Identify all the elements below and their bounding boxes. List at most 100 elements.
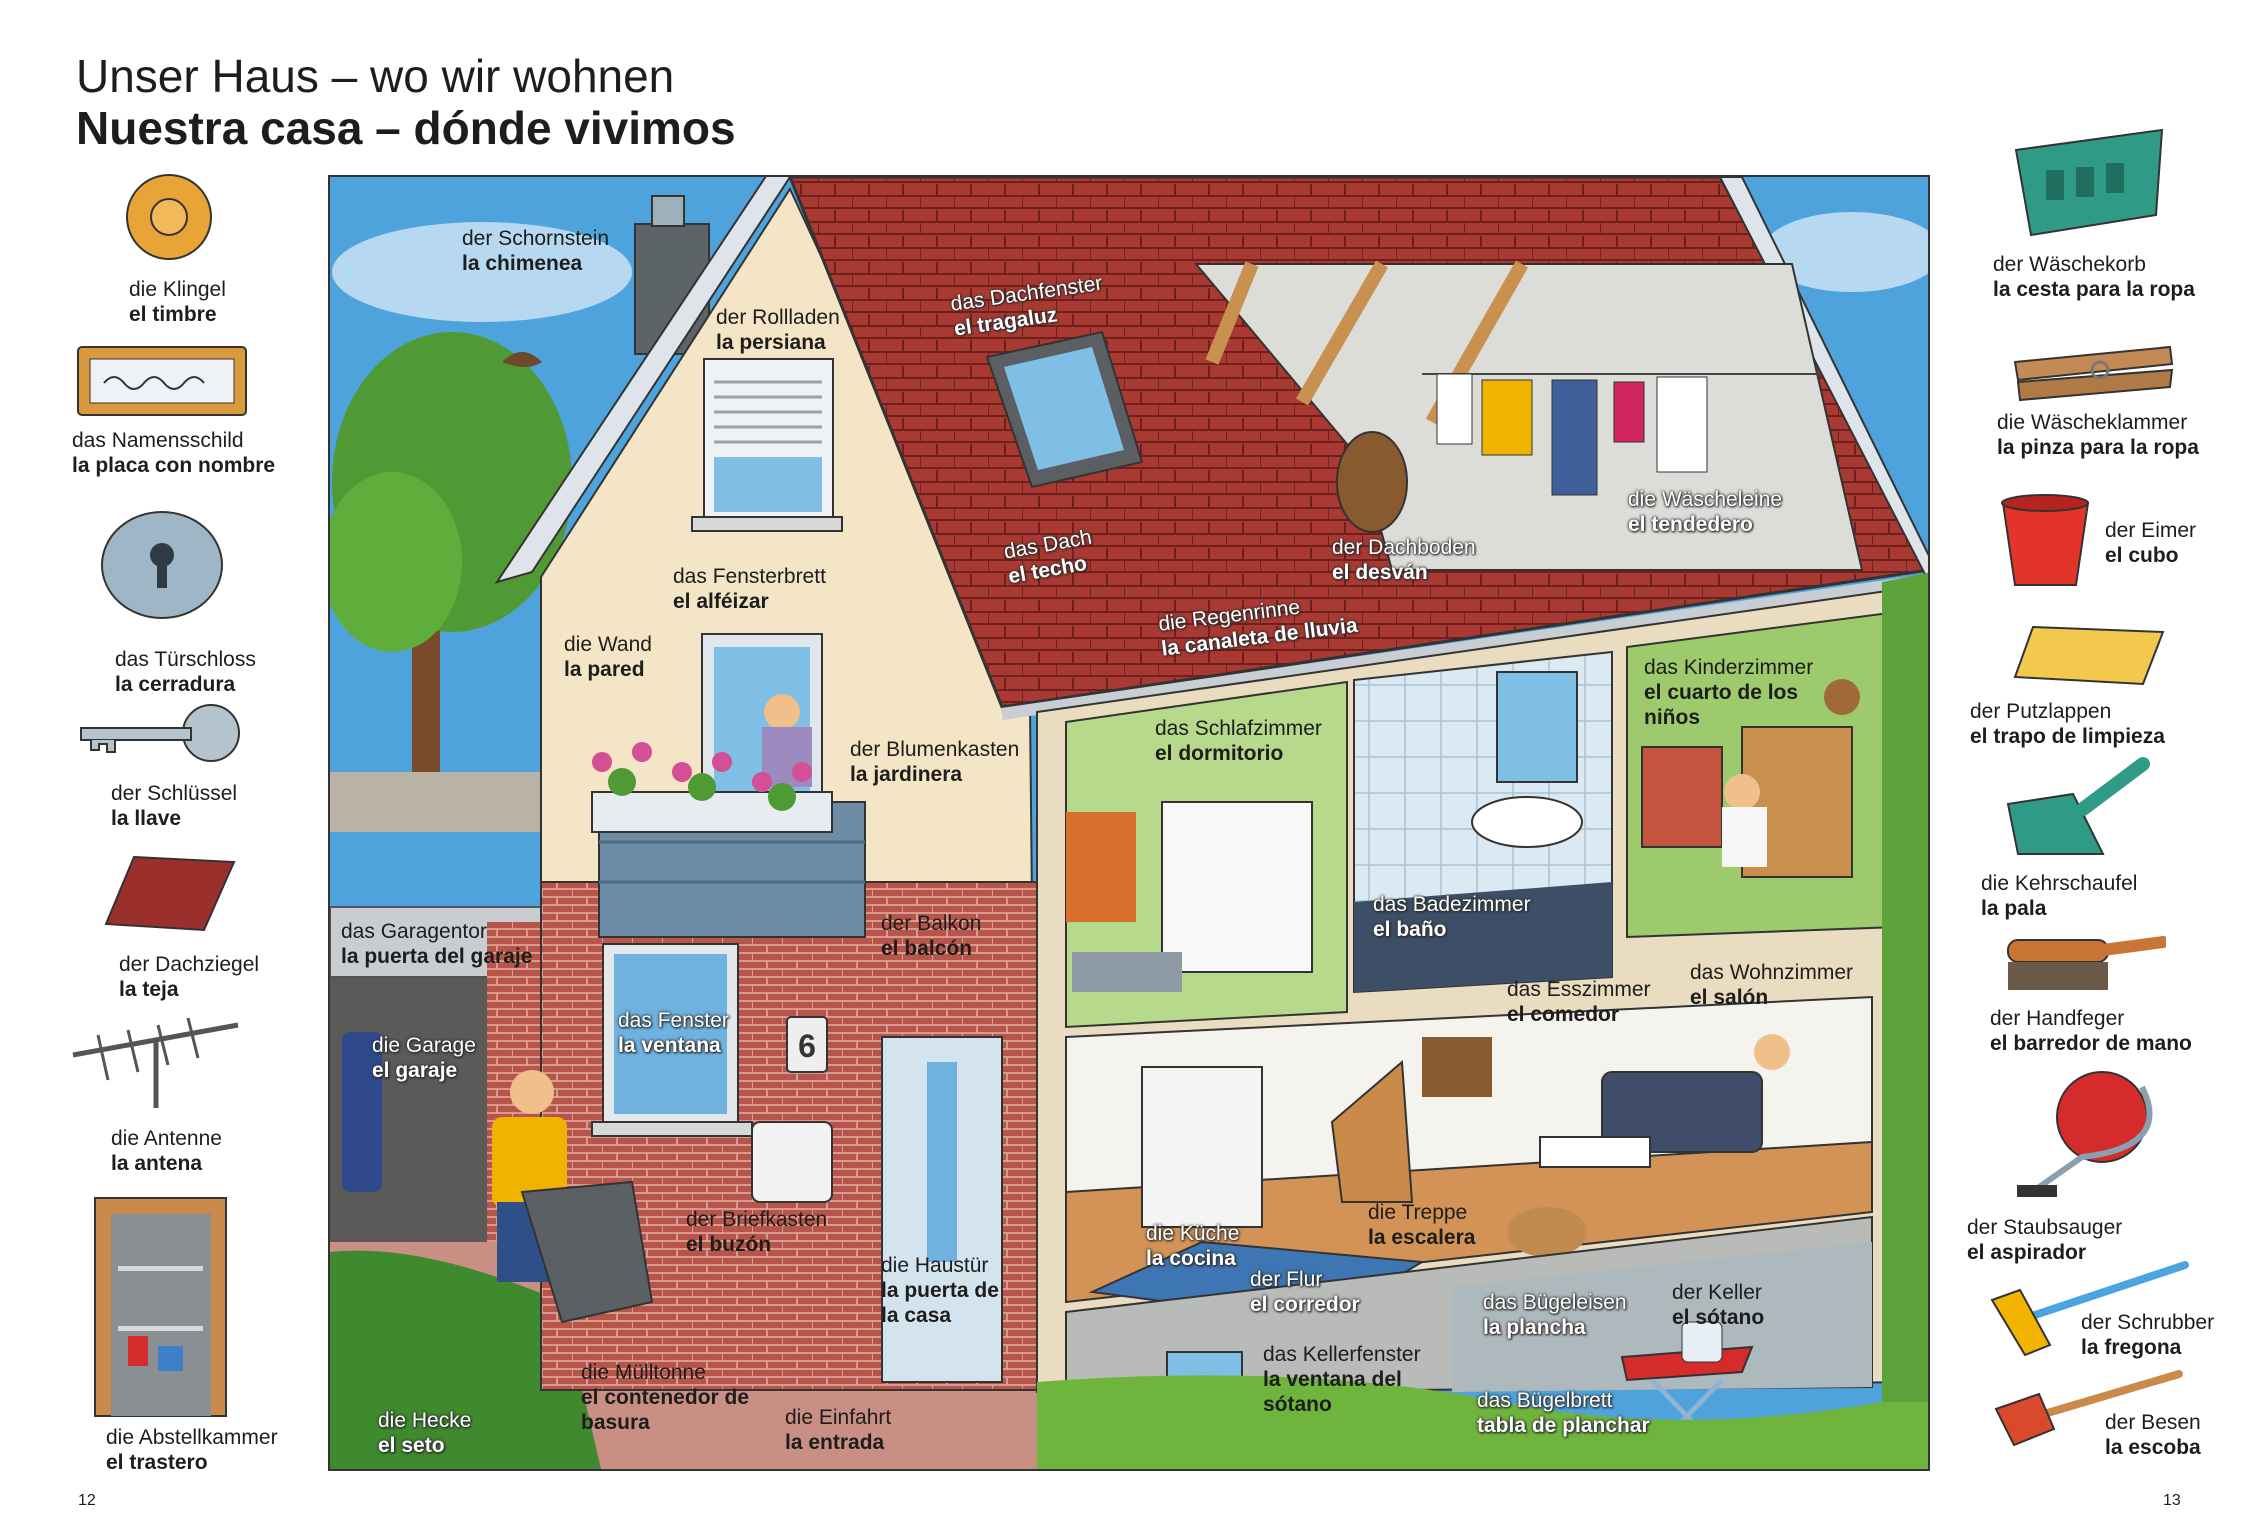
german-term: das Fensterbrett [673, 565, 826, 588]
german-term: das Türschloss [115, 648, 256, 671]
spanish-term: la cerradura [115, 673, 236, 696]
scrubbing-brush-icon [1990, 1261, 2189, 1357]
german-term: das Esszimmer [1507, 978, 1651, 1001]
german-term: die Hecke [378, 1409, 472, 1432]
spanish-term: el aspirador [1967, 1241, 2087, 1264]
spanish-term: la llave [111, 807, 182, 830]
spanish-term: la antena [111, 1152, 203, 1175]
spanish-term: el trastero [106, 1451, 208, 1474]
spanish-term: la jardinera [850, 763, 963, 786]
spanish-term: el baño [1373, 918, 1447, 941]
spanish-term: la cesta para la ropa [1993, 278, 2195, 301]
door-lock-icon [101, 511, 223, 619]
german-term: der Keller [1672, 1281, 1762, 1304]
spanish-term: el garaje [372, 1059, 458, 1082]
spanish-term: el cuarto de los niños [1644, 681, 1799, 729]
dustpan-icon [2006, 757, 2150, 855]
spanish-term: la ventana del sótano [1263, 1368, 1402, 1416]
house-number: 6 [798, 1028, 816, 1064]
german-term: die Küche [1146, 1222, 1240, 1245]
german-term: die Garage [372, 1034, 476, 1057]
german-term: der Schlüssel [111, 782, 238, 805]
spanish-term: el desván [1332, 561, 1428, 584]
cloud [1762, 212, 1928, 292]
doorbell-icon [126, 174, 212, 260]
spanish-term: la puerta de la casa [881, 1279, 999, 1327]
spanish-term: el trapo de limpieza [1970, 725, 2165, 748]
page-number-right: 13 [2163, 1492, 2181, 1509]
spanish-term: el salón [1690, 986, 1769, 1009]
nameplate-icon [77, 346, 247, 416]
german-term: der Handfeger [1990, 1007, 2125, 1030]
laundry-basket-icon [2014, 128, 2164, 237]
german-term: das Bügelbrett [1477, 1389, 1613, 1412]
german-term: der Dachziegel [119, 953, 260, 976]
german-term: das Kellerfenster [1263, 1343, 1421, 1366]
german-term: der Flur [1250, 1268, 1323, 1291]
spanish-term: el contenedor de basura [581, 1386, 750, 1434]
german-term: das Fenster [618, 1009, 729, 1032]
spanish-term: la puerta del garaje [341, 945, 533, 968]
page-title: Unser Haus – wo wir wohnen Nuestra casa … [76, 50, 736, 154]
german-term: die Abstellkammer [106, 1426, 278, 1449]
key-icon [80, 704, 240, 762]
spanish-term: el buzón [686, 1233, 772, 1256]
spanish-term: el balcón [881, 937, 973, 960]
spanish-term: la placa con nombre [72, 454, 276, 477]
clothespin-icon [2013, 345, 2174, 402]
cloud [332, 222, 632, 322]
spanish-term: la plancha [1483, 1316, 1586, 1339]
spanish-term: el dormitorio [1155, 742, 1284, 765]
spanish-term: la pinza para la ropa [1997, 436, 2199, 459]
spanish-term: el comedor [1507, 1003, 1620, 1026]
spanish-term: la persiana [716, 331, 826, 354]
german-term: die Wäscheleine [1628, 488, 1783, 511]
spanish-term: la fregona [2081, 1336, 2182, 1359]
german-term: der Eimer [2105, 519, 2197, 542]
spanish-term: el tendedero [1628, 513, 1753, 536]
cleaning-cloth-icon [2013, 625, 2165, 686]
title-german: Unser Haus – wo wir wohnen [76, 50, 675, 102]
german-term: der Besen [2105, 1411, 2201, 1434]
bucket-icon [2001, 494, 2090, 586]
german-term: der Blumenkasten [850, 738, 1020, 761]
spanish-term: el alféizar [673, 590, 769, 613]
german-term: das Namensschild [72, 429, 244, 452]
storage-room-icon [94, 1197, 227, 1417]
antenna-icon [72, 1017, 239, 1108]
spanish-term: la teja [119, 978, 179, 1001]
german-term: die Kehrschaufel [1981, 872, 2138, 895]
german-term: der Wäschekorb [1993, 253, 2146, 276]
spanish-term: tabla de planchar [1477, 1414, 1650, 1437]
